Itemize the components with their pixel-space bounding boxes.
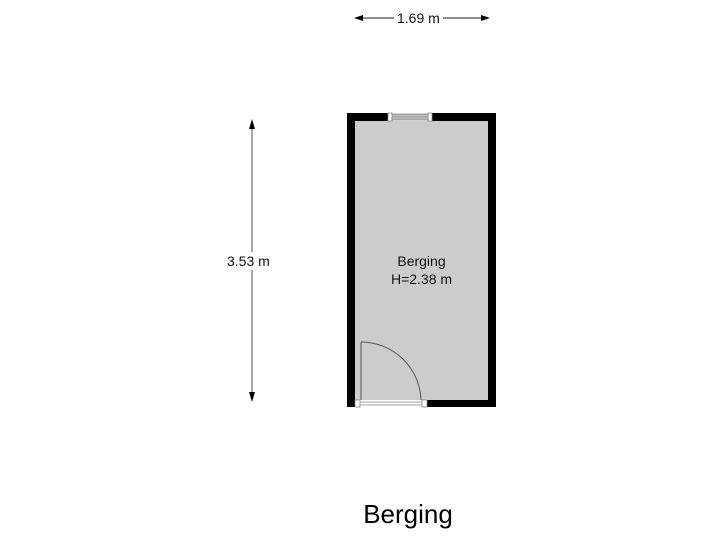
window-top bbox=[387, 112, 433, 122]
width-dimension-label: 1.69 m bbox=[394, 10, 443, 26]
floorplan-title: Berging bbox=[363, 499, 453, 529]
room-walls bbox=[347, 113, 496, 407]
height-dimension-label: 3.53 m bbox=[227, 252, 270, 270]
door bbox=[354, 341, 428, 408]
room-name: Berging bbox=[397, 253, 446, 269]
room-label-berging: Berging H=2.38 m bbox=[355, 252, 488, 288]
room-height: H=2.38 m bbox=[390, 271, 453, 287]
